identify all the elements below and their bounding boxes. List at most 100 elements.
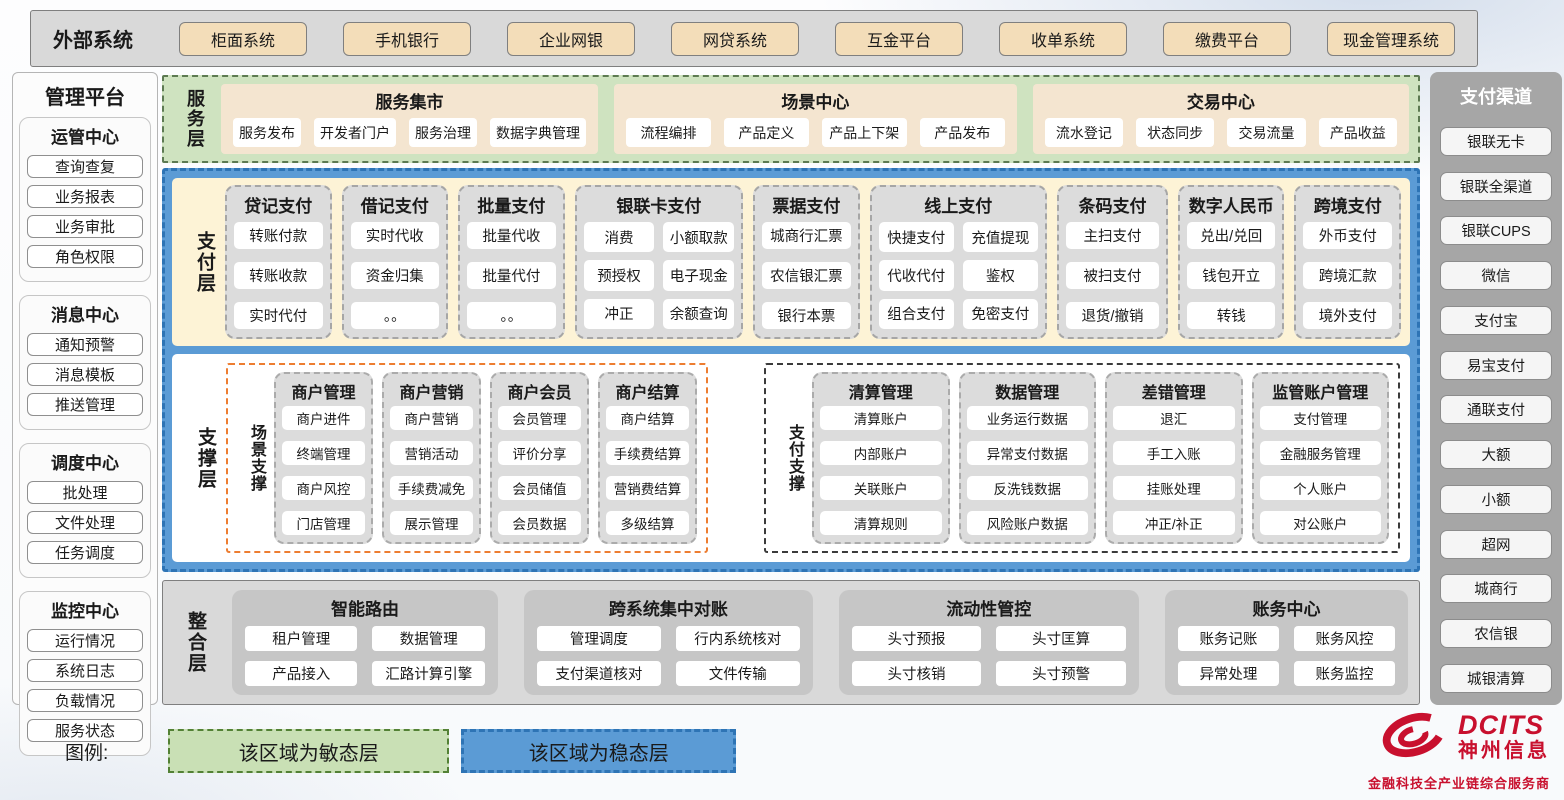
integration-layer: 整合层 智能路由租户管理数据管理产品接入汇路计算引擎跨系统集中对账管理调度行内系… <box>162 580 1420 705</box>
payment-item: 兑出/兑回 <box>1186 222 1276 249</box>
support-section-label: 场景支撑 <box>248 424 265 492</box>
service-group-items: 服务发布开发者门户服务治理数据字典管理 <box>233 118 586 147</box>
service-group: 交易中心流水登记状态同步交易流量产品收益 <box>1032 84 1409 154</box>
payment-group-title: 跨境支付 <box>1313 197 1382 216</box>
service-item: 交易流量 <box>1227 118 1306 147</box>
integration-item: 数据管理 <box>372 626 485 651</box>
payment-item: 。。 <box>350 302 440 329</box>
service-item: 数据字典管理 <box>490 118 586 147</box>
support-item: 个人账户 <box>1259 476 1381 500</box>
integration-item: 文件传输 <box>675 661 800 686</box>
support-group: 商户会员会员管理评价分享会员储值会员数据 <box>490 372 589 544</box>
payment-item: 鉴权 <box>962 260 1038 291</box>
external-system-box: 企业网银 <box>507 21 635 56</box>
payment-group-items: 兑出/兑回钱包开立转钱 <box>1186 222 1276 329</box>
support-item: 会员数据 <box>498 511 581 535</box>
service-group-items: 流程编排产品定义产品上下架产品发布 <box>626 118 1005 147</box>
support-item: 手续费减免 <box>390 476 473 500</box>
external-system-box: 现金管理系统 <box>1327 21 1455 56</box>
support-item: 营销活动 <box>390 441 473 465</box>
integration-item: 异常处理 <box>1177 661 1279 686</box>
integration-group: 流动性管控头寸预报头寸匡算头寸核销头寸预警 <box>838 590 1139 695</box>
payment-item: 小额取款 <box>663 222 735 253</box>
payment-channel-box: 城银清算 <box>1440 663 1552 693</box>
payment-item: 退货/撤销 <box>1065 302 1159 329</box>
support-item: 商户结算 <box>606 406 689 430</box>
payment-group-title: 条码支付 <box>1078 197 1147 216</box>
payment-item: 转钱 <box>1186 302 1276 329</box>
payment-group-items: 城商行汇票农信银汇票银行本票 <box>762 222 851 329</box>
payment-channel-box: 银联CUPS <box>1440 216 1552 246</box>
support-item: 内部账户 <box>820 441 942 465</box>
payment-item: 批量代付 <box>467 262 556 289</box>
support-section-label: 支付支撑 <box>786 424 803 492</box>
payment-item: 代收代付 <box>878 260 954 291</box>
service-group-title: 服务集市 <box>375 93 444 112</box>
management-item: 系统日志 <box>27 659 143 682</box>
support-item: 会员管理 <box>498 406 581 430</box>
payment-item: 实时代付 <box>234 302 323 329</box>
management-section-title: 消息中心 <box>51 306 119 325</box>
external-systems-bar: 外部系统 柜面系统手机银行企业网银网贷系统互金平台收单系统缴费平台现金管理系统 <box>30 10 1478 67</box>
integration-group-title: 账务中心 <box>1252 600 1321 619</box>
management-item: 文件处理 <box>27 511 143 534</box>
service-layer-label: 服务层 <box>185 89 205 149</box>
payment-channel-box: 通联支付 <box>1440 395 1552 425</box>
service-item: 服务发布 <box>233 118 301 147</box>
scene-support-section: 场景支撑商户管理商户进件终端管理商户风控门店管理商户营销商户营销营销活动手续费减… <box>226 363 708 553</box>
legend-agile-box: 该区域为敏态层 <box>168 729 450 773</box>
payment-item: 实时代收 <box>350 222 440 249</box>
payment-item: 预授权 <box>583 260 655 291</box>
payment-channel-box: 支付宝 <box>1440 305 1552 335</box>
support-item: 对公账户 <box>1259 511 1381 535</box>
service-group: 场景中心流程编排产品定义产品上下架产品发布 <box>614 84 1017 154</box>
payment-item: 组合支付 <box>878 298 954 329</box>
payment-group: 票据支付城商行汇票农信银汇票银行本票 <box>753 185 860 339</box>
integration-item: 头寸预警 <box>996 661 1126 686</box>
payment-channel-box: 农信银 <box>1440 619 1552 649</box>
support-group-title: 商户会员 <box>507 385 572 402</box>
service-item: 流程编排 <box>626 118 711 147</box>
service-group-title: 交易中心 <box>1186 93 1255 112</box>
integration-item: 头寸预报 <box>851 626 982 651</box>
payment-item: 资金归集 <box>350 262 440 289</box>
management-section-title: 运管中心 <box>51 128 119 147</box>
management-item: 业务报表 <box>27 185 143 208</box>
support-group: 商户结算商户结算手续费结算营销费结算多级结算 <box>598 372 697 544</box>
support-item: 金融服务管理 <box>1259 441 1381 465</box>
service-item: 产品上下架 <box>821 118 907 147</box>
payment-group: 条码支付主扫支付被扫支付退货/撤销 <box>1056 185 1168 339</box>
payment-channels-title: 支付渠道 <box>1460 87 1532 107</box>
support-item: 门店管理 <box>282 511 365 535</box>
payment-channel-box: 微信 <box>1440 261 1552 291</box>
support-item: 商户营销 <box>390 406 473 430</box>
support-group: 商户管理商户进件终端管理商户风控门店管理 <box>274 372 373 544</box>
support-group-items: 会员管理评价分享会员储值会员数据 <box>498 406 581 535</box>
payment-item: 境外支付 <box>1303 302 1392 329</box>
support-item: 退汇 <box>1113 406 1235 430</box>
support-group-title: 清算管理 <box>848 385 913 402</box>
integration-layer-label: 整合层 <box>185 611 206 674</box>
support-item: 商户进件 <box>282 406 365 430</box>
management-section-title: 监控中心 <box>51 602 119 621</box>
service-item: 服务治理 <box>409 118 477 147</box>
service-group-items: 流水登记状态同步交易流量产品收益 <box>1044 118 1397 147</box>
support-group-items: 商户进件终端管理商户风控门店管理 <box>282 406 365 535</box>
integration-group-items: 租户管理数据管理产品接入汇路计算引擎 <box>245 626 485 686</box>
payment-group-items: 批量代收批量代付。。 <box>467 222 556 329</box>
external-system-box: 收单系统 <box>999 21 1127 56</box>
service-item: 产品收益 <box>1318 118 1397 147</box>
integration-item: 汇路计算引擎 <box>372 661 485 686</box>
support-group-items: 业务运行数据异常支付数据反洗钱数据风险账户数据 <box>966 406 1088 535</box>
payment-group-title: 银联卡支付 <box>616 197 702 216</box>
payment-channel-box: 超网 <box>1440 529 1552 559</box>
legend: 图例: 该区域为敏态层该区域为稳态层 <box>65 729 737 773</box>
support-group-title: 商户营销 <box>399 385 464 402</box>
management-section: 消息中心通知预警消息模板推送管理 <box>19 295 151 430</box>
stable-region: 支付层 贷记支付转账付款转账收款实时代付借记支付实时代收资金归集。。批量支付批量… <box>162 168 1420 572</box>
payment-item: 钱包开立 <box>1186 262 1276 289</box>
integration-group-items: 管理调度行内系统核对支付渠道核对文件传输 <box>536 626 800 686</box>
payment-channel-box: 易宝支付 <box>1440 350 1552 380</box>
support-item: 手续费结算 <box>606 441 689 465</box>
payment-group: 线上支付快捷支付充值提现代收代付鉴权组合支付免密支付 <box>869 185 1047 339</box>
